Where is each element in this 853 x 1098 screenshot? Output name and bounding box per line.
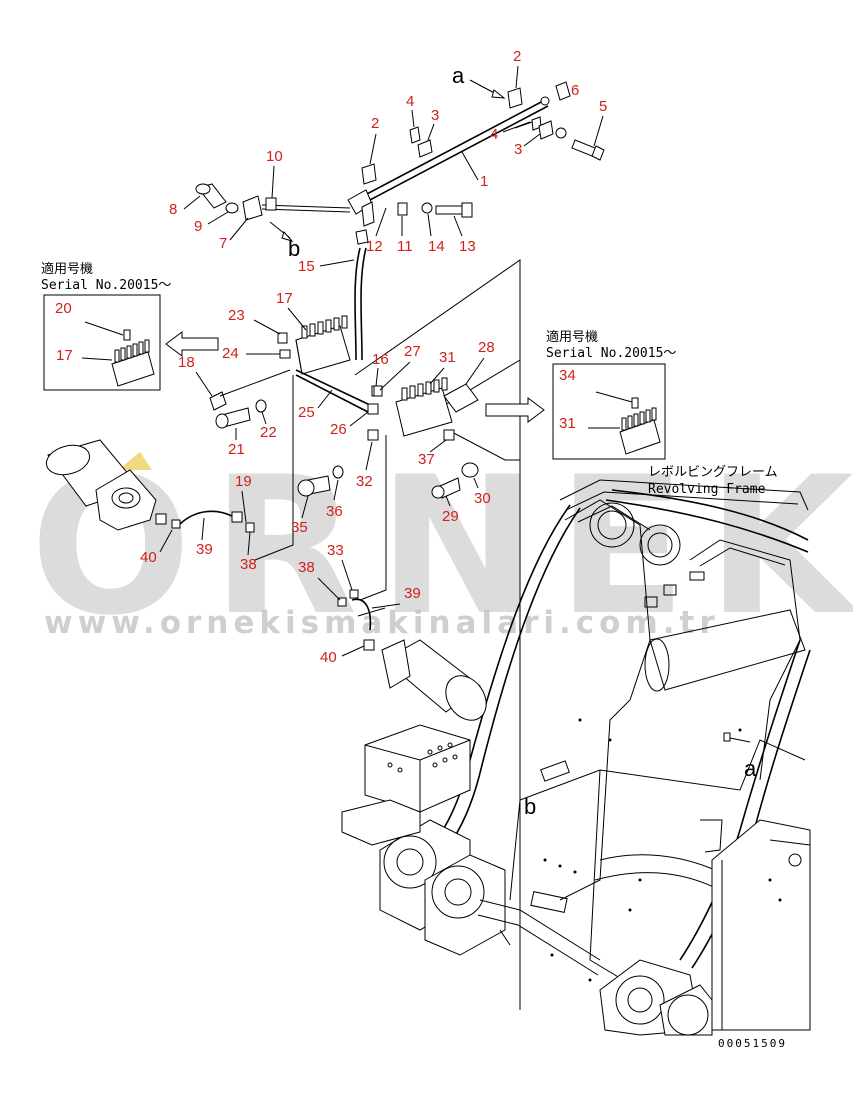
callout-25: 25 [298, 404, 315, 421]
drawing-code: 00051509 [718, 1037, 787, 1050]
distributor-block-right [297, 377, 479, 499]
callout-40: 40 [140, 549, 157, 566]
frame-rivets [543, 718, 782, 982]
callout-16: 16 [372, 351, 389, 368]
direction-arrows [165, 331, 545, 423]
callout-12: 12 [366, 238, 383, 255]
callout-13: 13 [459, 238, 476, 255]
callout-3: 3 [431, 107, 439, 124]
callout-14: 14 [428, 238, 445, 255]
callout-34: 34 [559, 367, 576, 384]
callout-35: 35 [291, 519, 308, 536]
note-left-line1: 適用号機 [41, 261, 93, 277]
arrow-right-icon [485, 397, 545, 423]
arrow-left-icon [165, 331, 219, 357]
callout-23: 23 [228, 307, 245, 324]
callout-9: 9 [194, 218, 202, 235]
boom-cylinder-upper [45, 439, 255, 533]
view-letter-a-top: a [452, 63, 465, 88]
watermark-url: www.ornekismakinalari.com.tr [44, 605, 720, 641]
block-holes [387, 742, 458, 773]
callout-20: 20 [55, 300, 72, 317]
callout-22: 22 [260, 424, 277, 441]
callout-33: 33 [327, 542, 344, 559]
watermark: ORNEK www.ornekismakinalari.com.tr [30, 436, 853, 657]
callout-10: 10 [266, 148, 283, 165]
callout-31: 31 [439, 349, 456, 366]
view-letter-b-frame: b [524, 794, 536, 819]
serial-note-right: 適用号機 Serial No.20015〜 [546, 329, 676, 460]
callout-3: 3 [514, 141, 522, 158]
frame-label-jp: レボルビングフレーム [648, 465, 778, 480]
callout-36: 36 [326, 503, 343, 520]
callout-4: 4 [490, 126, 498, 143]
view-letter-b-top: b [288, 236, 300, 261]
callout-27: 27 [404, 343, 421, 360]
callout-29: 29 [442, 508, 459, 525]
serial-note-left: 適用号機 Serial No.20015〜 [41, 261, 171, 391]
callout-39: 39 [196, 541, 213, 558]
callout-18: 18 [178, 354, 195, 371]
revolving-frame-drawing [341, 479, 811, 1036]
callout-2: 2 [513, 48, 521, 65]
watermark-brand: ORNEK [30, 436, 853, 657]
callout-8: 8 [169, 201, 177, 218]
callout-17: 17 [56, 347, 73, 364]
callout-24: 24 [222, 345, 239, 362]
callout-1: 1 [480, 173, 488, 190]
distributor-nipples [301, 315, 348, 339]
callout-40: 40 [320, 649, 337, 666]
callout-11: 11 [397, 238, 413, 255]
frame-label-en: Revolving Frame [648, 482, 766, 497]
callout-38: 38 [240, 556, 257, 573]
distributor-nipples [401, 377, 448, 401]
note-left-line2: Serial No.20015〜 [41, 278, 171, 293]
callout-4: 4 [406, 93, 414, 110]
callout-19: 19 [235, 473, 252, 490]
callout-38: 38 [298, 559, 315, 576]
callout-17: 17 [276, 290, 293, 307]
callout-15: 15 [298, 258, 315, 275]
callout-2: 2 [371, 115, 379, 132]
callout-39: 39 [404, 585, 421, 602]
distributor-block-left [209, 315, 381, 429]
callout-7: 7 [219, 235, 227, 252]
callout-21: 21 [228, 441, 245, 458]
callout-31: 31 [559, 415, 576, 432]
part-callouts: 1 2 2 3 3 4 4 5 6 7 8 9 10 11 12 13 14 1… [55, 48, 607, 666]
note-right-line1: 適用号機 [546, 329, 598, 345]
note-right-line2: Serial No.20015〜 [546, 346, 676, 361]
watermark-logo-mark [118, 452, 152, 470]
view-letter-a-frame: a [744, 756, 757, 781]
callout-28: 28 [478, 339, 495, 356]
boom-cylinder-lower [337, 589, 487, 721]
callout-32: 32 [356, 473, 373, 490]
callout-26: 26 [330, 421, 347, 438]
callout-30: 30 [474, 490, 491, 507]
callout-5: 5 [599, 98, 607, 115]
callout-37: 37 [418, 451, 435, 468]
callout-6: 6 [571, 82, 579, 99]
grease-pipe-assembly [195, 79, 605, 361]
